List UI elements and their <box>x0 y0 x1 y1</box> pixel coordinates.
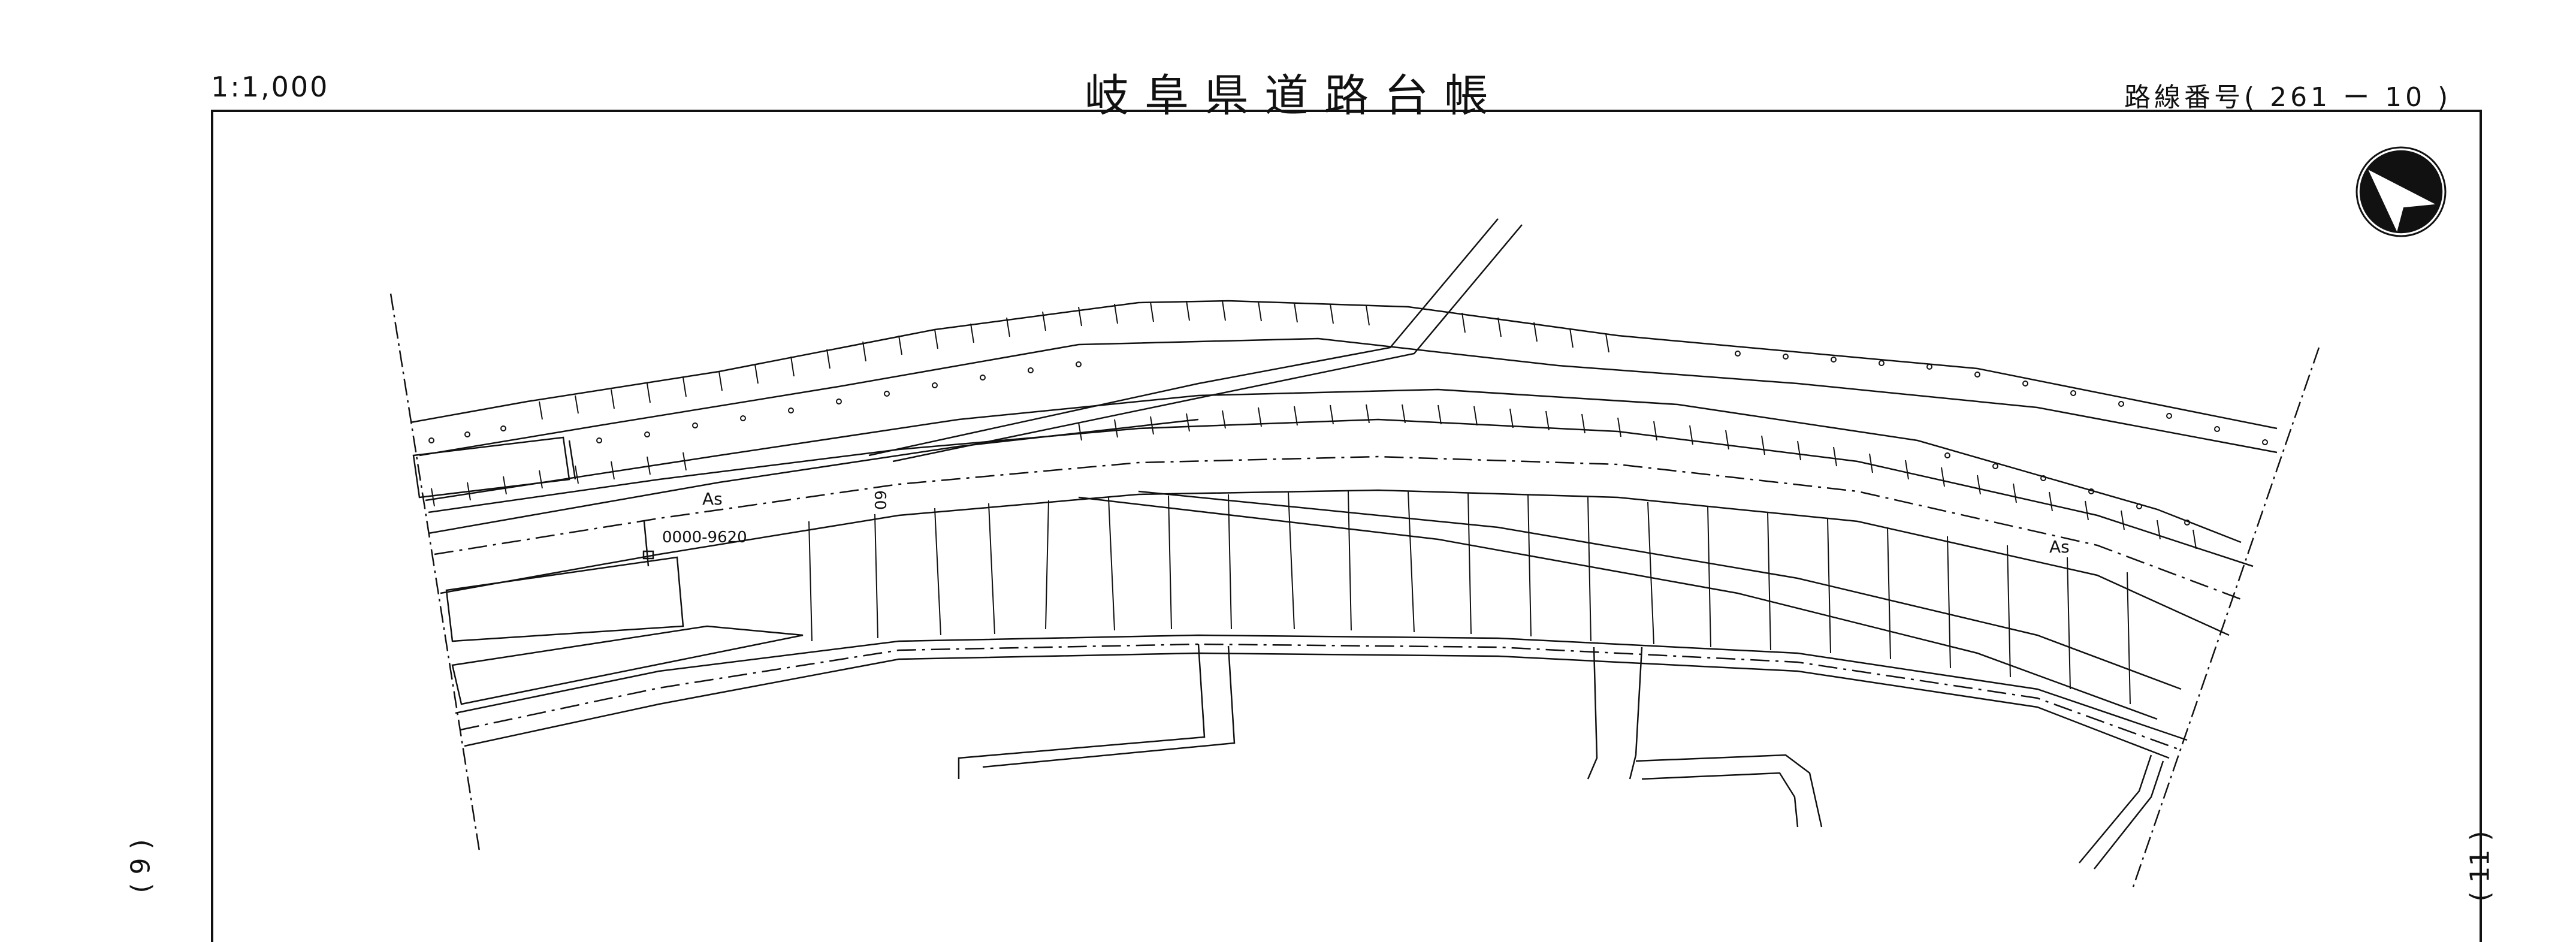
road-centerline <box>434 455 2242 600</box>
embankment-inner <box>425 388 2242 544</box>
adjacent-sheet-left: ( 9 ) <box>125 839 156 893</box>
ramp-a <box>1078 496 2158 720</box>
cross-road-2 <box>1587 647 1643 780</box>
cross-road-1 <box>958 644 1206 779</box>
lot-west <box>412 436 570 499</box>
embankment-dots <box>428 351 2268 526</box>
chainage-label: 60 <box>871 490 889 510</box>
service-road-north <box>455 634 2188 741</box>
embankment-ticks-north <box>539 300 1609 420</box>
side-road-north-b <box>892 224 1523 463</box>
embankment-north-top <box>410 300 2278 430</box>
west-boundary-line <box>389 293 481 852</box>
point-id-label: 0000-9620 <box>662 529 747 547</box>
cross-road-2-branch <box>1635 754 1823 828</box>
cross-road-3 <box>2079 754 2164 869</box>
service-road-centerline <box>460 643 2179 750</box>
service-road-south <box>464 652 2170 759</box>
pavement-label-west: As <box>702 489 723 509</box>
side-road-north-a <box>868 218 1499 457</box>
north-arrow-icon <box>2355 146 2447 237</box>
road-parcel-ticks <box>808 491 2131 705</box>
east-boundary-line <box>2132 347 2320 887</box>
embankment-inner-2 <box>428 418 1199 535</box>
road-edge-north <box>428 418 2254 567</box>
lot-west-2 <box>568 440 576 480</box>
road-edge-south <box>440 489 2230 636</box>
map-title: 岐阜県道路台帳 <box>1085 70 1504 122</box>
route-number: 路線番号( 261 ー 10 ) <box>2124 82 2452 113</box>
map-scale: 1:1,000 <box>211 71 330 103</box>
parcel-west-2 <box>451 625 804 705</box>
pavement-label-east: As <box>2049 537 2070 557</box>
adjacent-sheet-right: ( 11 ) <box>2465 831 2496 902</box>
embankment-north-bottom <box>419 337 2278 457</box>
survey-point-marker <box>642 521 654 567</box>
parcel-west-1 <box>445 556 684 642</box>
ramp-b <box>1138 490 2182 690</box>
cross-road-1b <box>982 645 1236 768</box>
map-frame <box>211 110 2482 942</box>
embankment-ticks-middle <box>431 404 2197 550</box>
